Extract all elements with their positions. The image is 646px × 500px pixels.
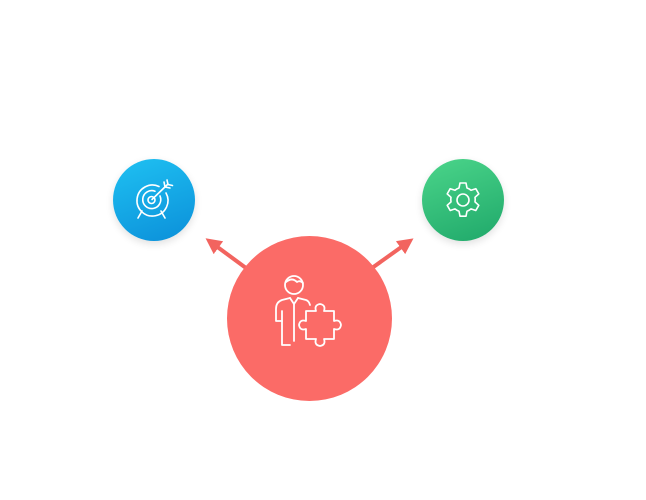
target-node [113,159,195,241]
gear-icon [446,182,480,217]
arrow-to-gear [370,238,414,270]
person-puzzle-icon [274,274,342,347]
center-node [227,236,392,401]
arrow-to-target [205,238,248,270]
target-icon [136,179,174,219]
gear-node [422,159,504,241]
